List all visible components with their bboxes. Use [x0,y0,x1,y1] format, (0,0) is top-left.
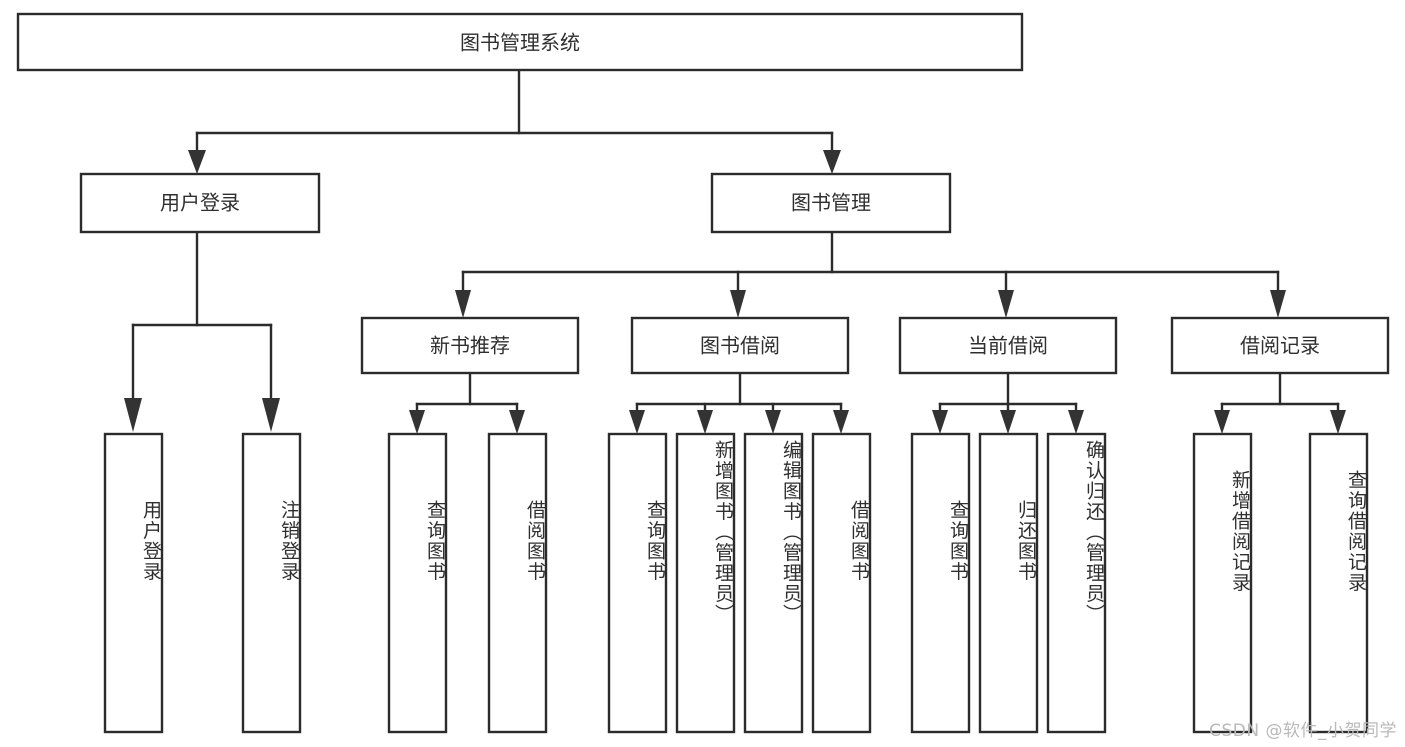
arrow-head-icon [730,290,746,318]
arrow-head-icon [1330,410,1346,434]
node-current-borrow-label: 当前借阅 [968,334,1048,358]
node-leaf-box[interactable] [241,432,302,734]
node-current-borrow-box[interactable] [898,316,1118,375]
node-new-book-label: 新书推荐 [430,334,510,358]
arrow-head-icon [455,290,471,318]
node-new-book-box[interactable] [360,316,580,375]
node-leaf-box[interactable] [675,432,736,734]
node-root-box[interactable] [16,12,1024,72]
connector-group-borrow-record [1214,371,1346,434]
node-leaf-box[interactable] [103,432,164,734]
connector-group-book-borrow [629,371,849,434]
node-book-manage-label: 图书管理 [791,191,871,215]
connector-group-new-book [409,371,525,434]
arrow-head-icon [833,410,849,434]
arrow-head-icon [1000,410,1016,434]
arrow-head-icon [697,410,713,434]
node-borrow-record-label: 借阅记录 [1240,334,1320,358]
node-leaf-box[interactable] [487,432,548,734]
node-root-label: 图书管理系统 [460,31,580,55]
node-leaf-box[interactable] [743,432,804,734]
node-leaf-box[interactable] [1046,432,1107,734]
arrow-head-icon [188,150,206,174]
arrow-head-icon [1270,290,1286,318]
arrow-head-icon [1068,410,1084,434]
connector-group-root [188,68,841,174]
node-book-borrow-box[interactable] [630,316,850,375]
connector-group-user-login [124,230,280,432]
node-book-manage-box[interactable] [710,172,952,234]
arrow-head-icon [823,150,841,174]
arrow-head-icon [765,410,781,434]
connector-group-book-manage [455,230,1286,318]
node-leaf-box[interactable] [607,432,668,734]
arrow-head-icon [1214,410,1230,434]
arrow-head-icon [509,410,525,434]
node-leaf-box[interactable] [1308,432,1369,734]
node-leaf-box[interactable] [910,432,971,734]
arrow-head-icon [998,290,1014,318]
node-leaf-box[interactable] [978,432,1039,734]
node-borrow-record-box[interactable] [1170,316,1390,375]
arrow-head-icon [629,410,645,434]
node-leaf-box[interactable] [387,432,448,734]
arrow-head-icon [932,410,948,434]
node-book-borrow-label: 图书借阅 [700,334,780,358]
node-leaf-box[interactable] [1192,432,1253,734]
node-user-login-box[interactable] [79,172,321,234]
arrow-head-icon [409,410,425,434]
arrow-head-icon [262,398,280,432]
arrow-head-icon [124,398,142,432]
watermark-text: CSDN @软件_小贺同学 [1209,721,1397,741]
connector-group-current-borrow [932,371,1084,434]
node-leaf-box[interactable] [811,432,872,734]
node-user-login-label: 用户登录 [160,191,240,215]
